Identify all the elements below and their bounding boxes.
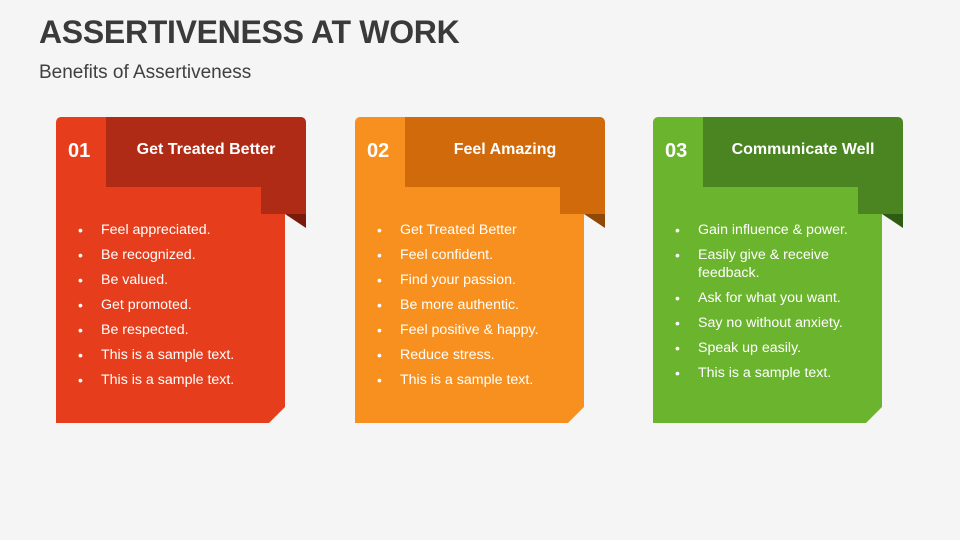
list-item: Gain influence & power. [673,221,873,239]
benefit-list: Feel appreciated. Be recognized. Be valu… [76,221,276,396]
card-number: 02 [367,140,390,162]
card-tab-fold [285,214,306,228]
card-tab-extension [560,187,605,214]
list-item: Get Treated Better [375,221,575,239]
list-item: Feel positive & happy. [375,321,575,339]
card-tab [106,117,306,187]
card-heading: Get Treated Better [136,141,276,158]
list-item: Get promoted. [76,296,276,314]
list-item: Reduce stress. [375,346,575,364]
list-item: Find your passion. [375,271,575,289]
benefit-list: Get Treated Better Feel confident. Find … [375,221,575,396]
list-item: This is a sample text. [673,364,873,382]
list-item: Speak up easily. [673,339,873,357]
list-item: Say no without anxiety. [673,314,873,332]
list-item: This is a sample text. [375,371,575,389]
card-tab-extension [858,187,903,214]
card-tab-fold [584,214,605,228]
card-tab [703,117,903,187]
benefit-list: Gain influence & power. Easily give & re… [673,221,873,389]
list-item: Be recognized. [76,246,276,264]
list-item: This is a sample text. [76,371,276,389]
list-item: Easily give & receive feedback. [673,246,873,282]
slide-subtitle: Benefits of Assertiveness [39,62,252,83]
list-item: This is a sample text. [76,346,276,364]
benefit-card-3: 03 Communicate Well Gain influence & pow… [653,117,903,423]
list-item: Be respected. [76,321,276,339]
card-tab-extension [261,187,306,214]
list-item: Be valued. [76,271,276,289]
card-heading: Feel Amazing [453,141,557,158]
benefit-card-2: 02 Feel Amazing Get Treated Better Feel … [355,117,605,423]
card-heading: Communicate Well [731,141,875,158]
card-number: 01 [68,140,91,162]
card-tab [405,117,605,187]
slide-title: ASSERTIVENESS AT WORK [39,14,460,50]
benefit-card-1: 01 Get Treated Better Feel appreciated. … [56,117,306,423]
list-item: Feel appreciated. [76,221,276,239]
card-tab-fold [882,214,903,228]
card-number: 03 [665,140,688,162]
list-item: Feel confident. [375,246,575,264]
list-item: Ask for what you want. [673,289,873,307]
list-item: Be more authentic. [375,296,575,314]
